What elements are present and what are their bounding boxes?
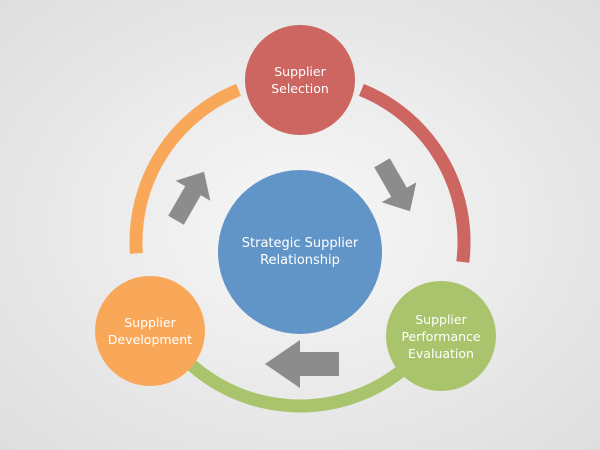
node-label-line: Development xyxy=(107,332,193,347)
node-label-line: Supplier xyxy=(124,315,176,330)
center-label-line: Strategic Supplier xyxy=(241,236,359,251)
node-label-line: Supplier xyxy=(415,311,467,327)
node-strategic-supplier-relationship: Strategic Supplier Relationship xyxy=(218,170,382,334)
arrow-down-right-icon xyxy=(374,158,417,212)
node-supplier-performance-evaluation: Supplier Performance Evaluation xyxy=(386,281,496,391)
node-label-line: Performance xyxy=(401,328,481,344)
connector-arc-selection-to-evaluation xyxy=(358,83,471,263)
center-label-line: Relationship xyxy=(260,253,340,268)
arrow-left-icon xyxy=(265,340,339,388)
node-label-line: Evaluation xyxy=(408,345,474,361)
connector-arc-evaluation-to-development xyxy=(173,347,410,413)
node-supplier-selection: Supplier Selection xyxy=(245,25,355,135)
node-label-line: Supplier xyxy=(274,64,326,79)
node-label-line: Selection xyxy=(271,81,329,96)
arrow-up-right-icon xyxy=(168,171,211,225)
node-supplier-development: Supplier Development xyxy=(95,276,205,386)
connector-arc-development-to-selection xyxy=(129,83,242,254)
